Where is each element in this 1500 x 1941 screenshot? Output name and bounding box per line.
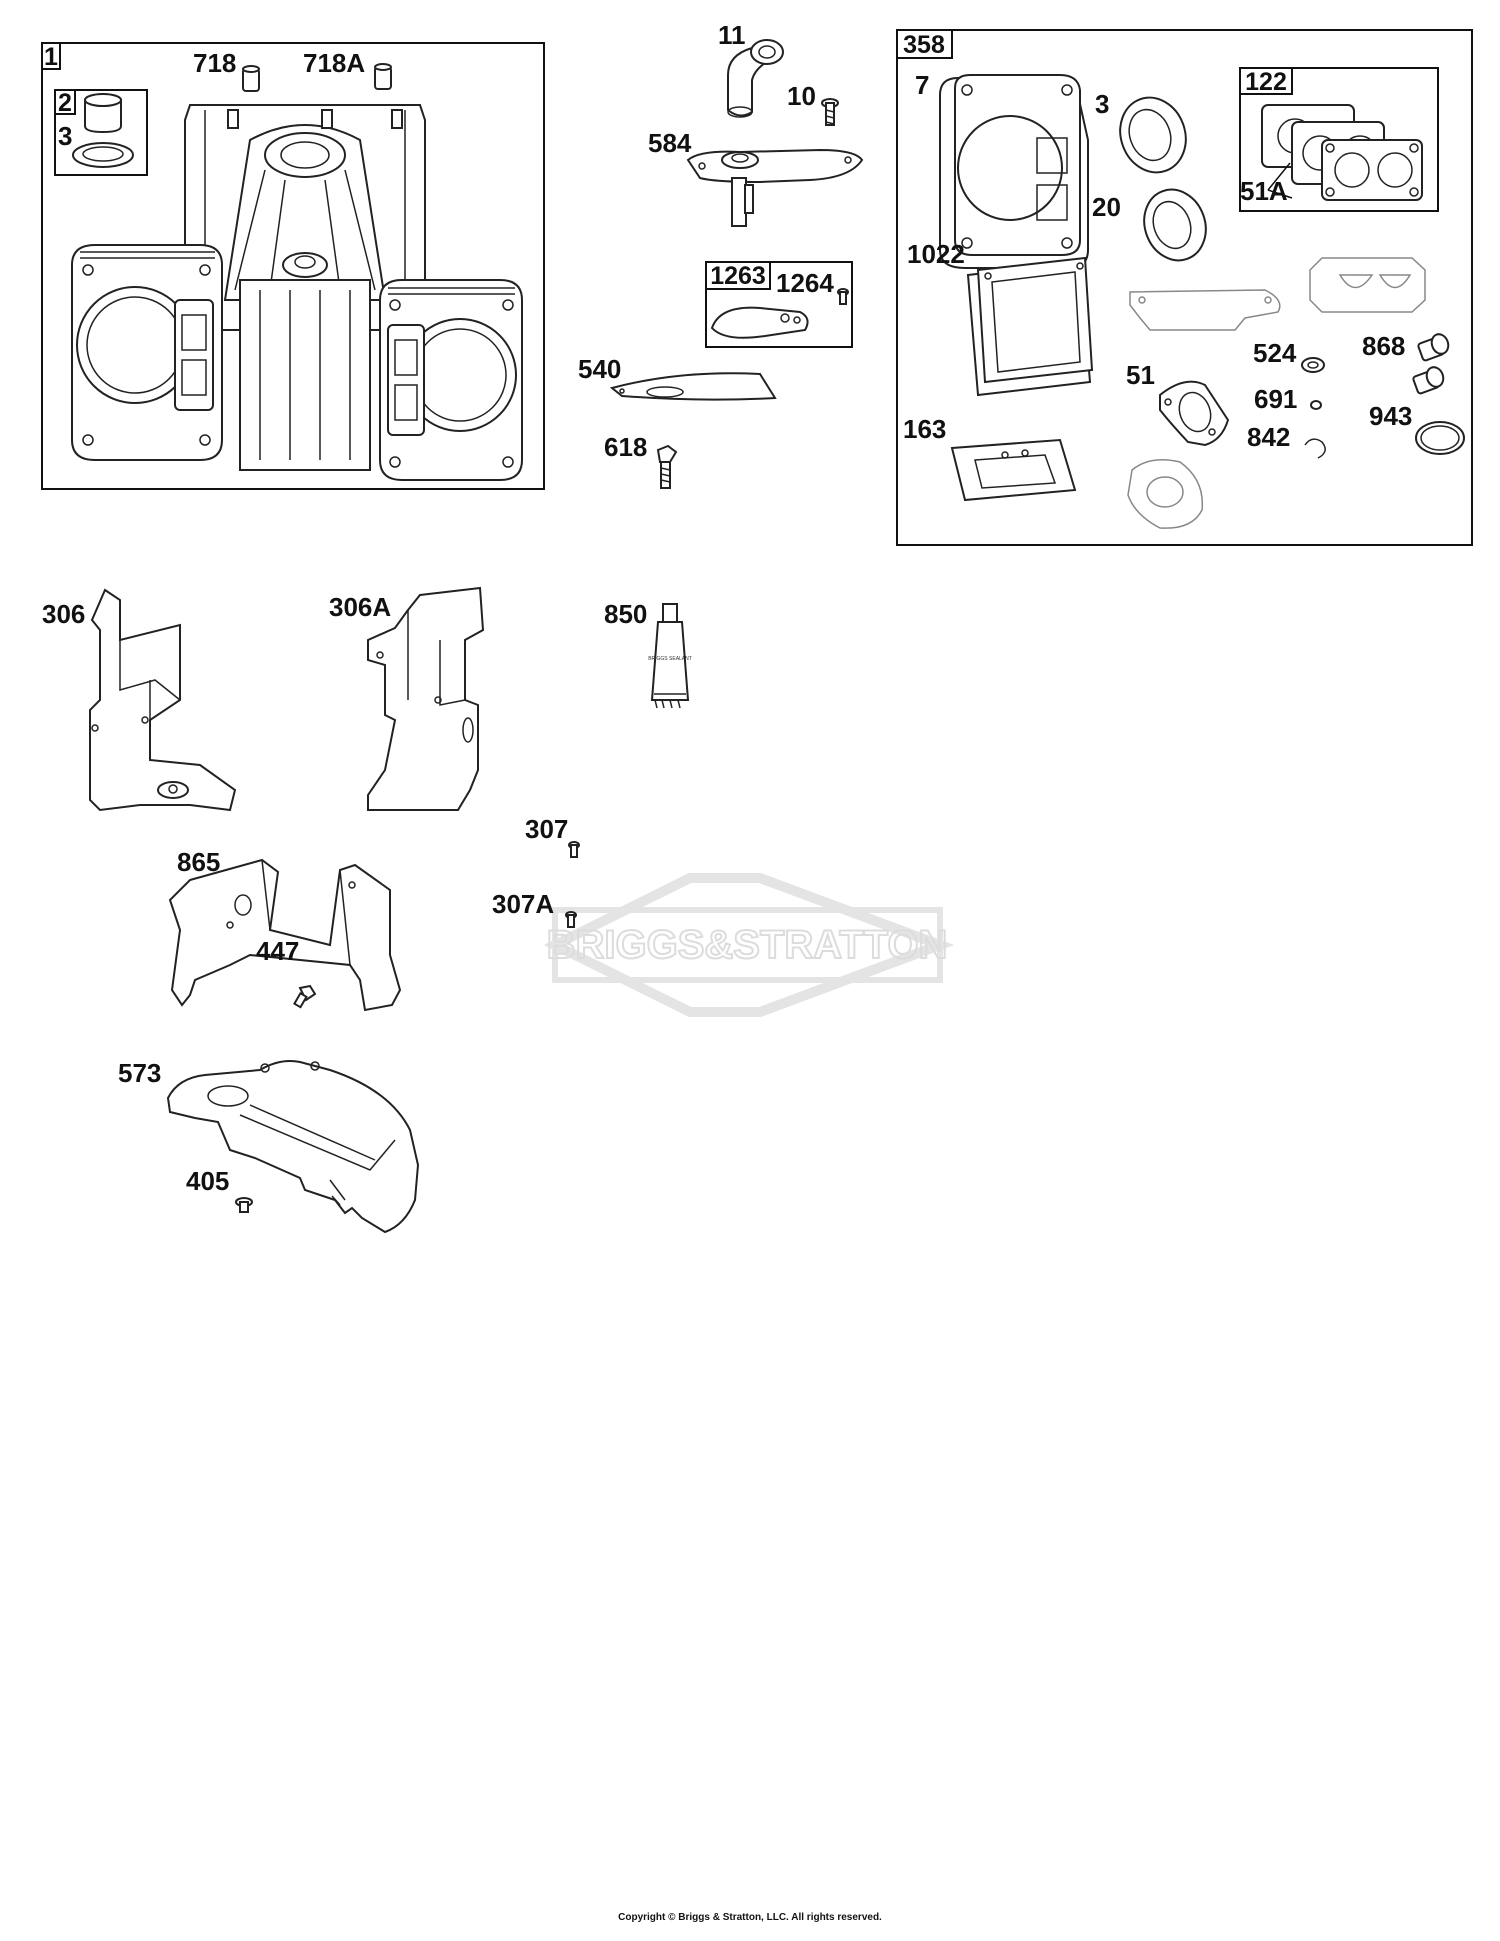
shroud-865-part[interactable]: [168, 858, 402, 1012]
kit-box-122[interactable]: 122: [1239, 67, 1439, 212]
intake-gasket-outline: [1309, 257, 1426, 313]
callout-3: 3: [1095, 89, 1109, 119]
callout-10: 10: [787, 81, 816, 111]
callout-7: 7: [915, 70, 929, 100]
callout-524: 524: [1253, 338, 1297, 368]
callout-447: 447: [256, 936, 299, 966]
callout-51a: 51A: [1240, 176, 1288, 206]
callout-163: 163: [903, 414, 946, 444]
intake-gasket-51-part[interactable]: [1159, 380, 1230, 447]
screw-307-part[interactable]: [568, 841, 580, 858]
o-ring-943-part[interactable]: [1415, 421, 1465, 455]
callout-11: 11: [718, 20, 746, 50]
manifold-gasket-outline: [1129, 289, 1281, 331]
kit-label-122: 122: [1245, 68, 1287, 96]
kit-box-1[interactable]: 1 2: [41, 42, 545, 490]
oil-seal-20-part[interactable]: [1134, 181, 1215, 269]
screw-10-part[interactable]: [821, 98, 839, 126]
tube-label: BRIGGS SEALANT: [648, 656, 692, 662]
callout-718: 718: [193, 48, 236, 78]
callout-51: 51: [1126, 360, 1155, 390]
callout-868: 868: [1362, 331, 1405, 361]
guide-bushing-718[interactable]: [242, 65, 260, 92]
guide-bushing-718a[interactable]: [374, 63, 392, 90]
screw-307a-part[interactable]: [565, 911, 577, 928]
kit-label-1263: 1263: [710, 262, 766, 290]
callout-943: 943: [1369, 401, 1412, 431]
o-ring-691-part[interactable]: [1310, 400, 1322, 410]
sealant-tube-part[interactable]: BRIGGS SEALANT: [648, 603, 692, 709]
air-guide-306-part[interactable]: [89, 588, 237, 812]
watermark-logo: BRIGGS&STRATTON: [543, 873, 955, 1017]
kit-label-358: 358: [903, 31, 945, 59]
oil-seal-part[interactable]: [72, 142, 134, 168]
callout-1022: 1022: [907, 239, 965, 269]
callout-691: 691: [1254, 384, 1297, 414]
screw-405-part[interactable]: [235, 1197, 253, 1213]
callout-1264: 1264: [776, 268, 834, 298]
callout-850: 850: [604, 599, 647, 629]
callout-labels: 718 718A 3 11 10 584 1264 540 618 7 3 20…: [42, 20, 1412, 1196]
head-gasket-part[interactable]: [939, 74, 1089, 269]
callout-307: 307: [525, 814, 568, 844]
intake-gasket-51a-part[interactable]: [1261, 104, 1423, 201]
cylinder-assembly[interactable]: [71, 104, 523, 481]
kit-box-1263[interactable]: 1263: [705, 261, 853, 348]
callout-20: 20: [1092, 192, 1121, 222]
reed-plate-part[interactable]: [710, 306, 809, 339]
screw-447-part[interactable]: [293, 984, 317, 1009]
gasket-540-part[interactable]: [609, 372, 777, 401]
o-ring-524-part[interactable]: [1301, 357, 1325, 373]
callout-865: 865: [177, 847, 220, 877]
callout-306: 306: [42, 599, 85, 629]
callout-540: 540: [578, 354, 621, 384]
callout-842: 842: [1247, 422, 1290, 452]
screw-618-part[interactable]: [656, 444, 678, 489]
kit-box-2[interactable]: 2: [54, 89, 148, 176]
callout-405: 405: [186, 1166, 229, 1196]
oil-seal-3-part[interactable]: [1110, 88, 1196, 181]
kit-label-1: 1: [44, 43, 58, 71]
gasket-163-part[interactable]: [950, 438, 1077, 502]
copyright-notice: Copyright © Briggs & Stratton, LLC. All …: [618, 1912, 882, 1923]
breather-tube-part[interactable]: [727, 39, 784, 118]
callout-573: 573: [118, 1058, 161, 1088]
callout-306a: 306A: [329, 592, 391, 622]
callout-584: 584: [648, 128, 692, 158]
leader-lines: [1267, 162, 1293, 199]
callout-618: 618: [604, 432, 647, 462]
screw-1264-part[interactable]: [837, 288, 849, 305]
back-plate-573-part[interactable]: [166, 1060, 420, 1234]
air-guide-306a-part[interactable]: [367, 586, 485, 811]
retainer-842-part[interactable]: [1304, 438, 1326, 459]
kit-box-358[interactable]: 358 122: [896, 29, 1473, 546]
kit-label-2: 2: [58, 89, 72, 117]
bushing-part[interactable]: [84, 93, 122, 134]
watermark-text: BRIGGS&STRATTON: [547, 923, 948, 967]
callout-3-kit2: 3: [58, 121, 72, 151]
callout-718a: 718A: [303, 48, 365, 78]
callout-307a: 307A: [492, 889, 554, 919]
spacer-868-part[interactable]: [1412, 332, 1451, 395]
breather-plate-part[interactable]: [686, 148, 864, 227]
rocker-gasket-part[interactable]: [966, 256, 1094, 397]
elbow-gasket-outline: [1127, 459, 1204, 529]
